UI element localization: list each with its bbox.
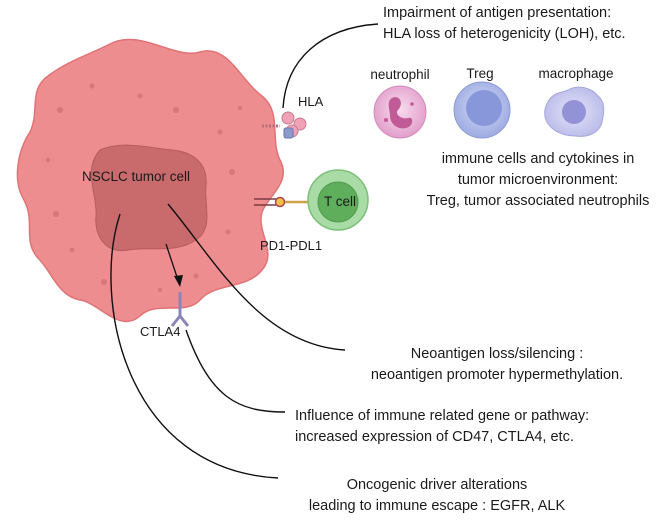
pd1-pdl1-connector-icon [254, 196, 312, 208]
antigen-presentation-line1: Impairment of antigen presentation: [383, 5, 611, 21]
treg-label: Treg [466, 66, 493, 81]
oncogenic-line2: leading to immune escape : EGFR, ALK [309, 498, 566, 514]
curve-antigen-presentation [282, 23, 379, 109]
pd1-pdl1-label: PD1-PDL1 [260, 238, 322, 253]
oncogenic-line1: Oncogenic driver alterations [347, 477, 528, 493]
neutrophil-icon [373, 85, 427, 139]
hla-receptor-icon [262, 111, 307, 139]
ctla4-receptor-icon [170, 292, 190, 327]
neoantigen-line1: Neoantigen loss/silencing : [411, 346, 584, 362]
macrophage-label: macrophage [538, 66, 613, 81]
treg-icon [453, 81, 511, 139]
t-cell-label: T cell [324, 194, 356, 209]
curve-oncogenic [110, 213, 279, 479]
tumor-cell [16, 38, 285, 323]
ctla4-label: CTLA4 [140, 324, 180, 339]
microenvironment-line1: immune cells and cytokines in [442, 151, 635, 167]
mechanism-antigen-presentation: Impairment of antigen presentation: HLA … [383, 5, 626, 42]
neutrophil-label: neutrophil [370, 67, 429, 82]
hla-label: HLA [298, 94, 324, 109]
curve-neoantigen [167, 203, 346, 351]
neoantigen-line2: neoantigen promoter hypermethylation. [371, 367, 623, 383]
microenvironment-line2: tumor microenvironment: [458, 172, 618, 188]
antigen-presentation-line2: HLA loss of heterogenicity (LOH), etc. [383, 26, 626, 42]
t-cell [307, 169, 369, 231]
mechanism-neoantigen: Neoantigen loss/silencing : neoantigen p… [371, 346, 623, 383]
tumor-nucleus [90, 144, 208, 252]
mechanism-oncogenic: Oncogenic driver alterations leading to … [309, 477, 566, 514]
macrophage-icon [544, 86, 605, 137]
tumor-cell-label: NSCLC tumor cell [82, 169, 190, 184]
tumor-spots [45, 83, 242, 292]
immune-gene-line2: increased expression of CD47, CTLA4, etc… [295, 429, 574, 445]
immune-gene-line1: Influence of immune related gene or path… [295, 408, 589, 424]
curve-immune-gene [185, 329, 286, 413]
mechanism-immune-gene: Influence of immune related gene or path… [295, 408, 589, 445]
arrow-to-ctla4 [165, 243, 183, 287]
mechanism-microenvironment: immune cells and cytokines in tumor micr… [427, 151, 650, 209]
microenvironment-line3: Treg, tumor associated neutrophils [427, 193, 650, 209]
